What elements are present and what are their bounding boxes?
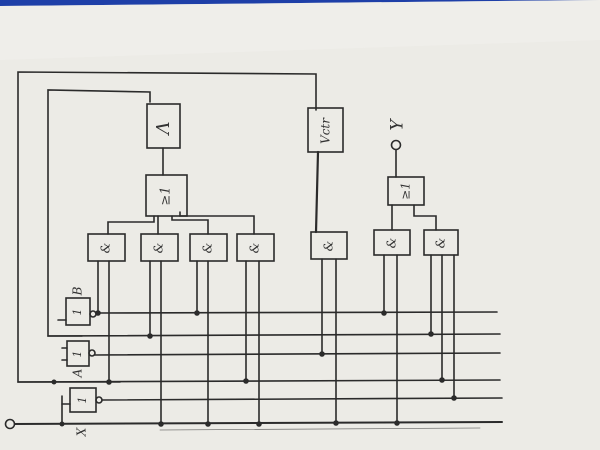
junction-dot — [243, 378, 249, 384]
and-gate-6-label: & — [385, 237, 399, 248]
junction-dot — [333, 420, 339, 426]
or-gate-right — [387, 176, 425, 206]
not-gate-b-label: 1 — [71, 309, 84, 316]
and-gate-6 — [373, 229, 411, 256]
output-y-terminal — [390, 139, 402, 151]
junction-dot — [95, 310, 101, 316]
junction-dot — [205, 421, 211, 427]
and-gate-7-label: & — [434, 237, 448, 248]
junction-dot — [194, 310, 200, 316]
and-gate-7 — [423, 229, 459, 256]
junction-dot — [256, 421, 262, 427]
input-x-label: X — [75, 427, 89, 437]
junction-dot — [59, 421, 65, 427]
junction-dot — [147, 333, 153, 339]
junction-dot — [319, 351, 325, 357]
not-gate-a-bubble — [88, 349, 96, 357]
junction-dot — [51, 379, 57, 385]
and-gate-3-label: & — [201, 242, 215, 253]
input-a-label: A — [71, 368, 85, 378]
junction-dot — [428, 331, 434, 337]
bus-b — [47, 333, 501, 337]
junction-dot — [451, 395, 457, 401]
not-gate-x-label: 1 — [76, 397, 89, 404]
and-gate-2-label: & — [152, 242, 166, 253]
output-y-label: Y — [388, 118, 408, 131]
or-right-label: ≥1 — [399, 182, 413, 200]
upper-block-label: Λ — [153, 122, 174, 137]
and-gate-1-label: & — [99, 242, 113, 253]
and-gate-2 — [140, 233, 179, 262]
and-gate-5-label: & — [322, 240, 336, 251]
and1-to-or-wire — [107, 215, 155, 235]
junction-dot — [439, 377, 445, 383]
junction-dot — [381, 310, 387, 316]
input-b-label: B — [71, 286, 85, 296]
and7-to-or-right-wire — [413, 204, 437, 231]
and3-to-or-wire — [171, 215, 209, 235]
junction-dot — [394, 420, 400, 426]
counter-label: Vctr — [319, 117, 333, 144]
bus-a-not — [94, 352, 501, 356]
not-gate-b — [65, 297, 91, 326]
counter-to-and-wire — [314, 150, 320, 234]
or-gate-left — [145, 174, 188, 217]
and-gate-4-label: & — [248, 242, 262, 253]
bus-x-shadow — [159, 427, 481, 431]
and-gate-4 — [236, 233, 275, 262]
junction-dot — [106, 379, 112, 385]
and-gate-1 — [87, 233, 126, 262]
bus-b-not — [95, 311, 498, 314]
and4-to-or-wire — [179, 211, 255, 235]
paper-shadow — [0, 0, 600, 60]
and-gate-5 — [310, 231, 348, 260]
input-x-terminal — [4, 418, 16, 430]
junction-dots — [51, 310, 457, 427]
or-left-label: ≥1 — [159, 186, 174, 205]
junction-dot — [158, 421, 164, 427]
bus-x-not — [101, 397, 503, 401]
not-gate-a-label: 1 — [71, 351, 84, 358]
counter-block — [307, 107, 344, 153]
